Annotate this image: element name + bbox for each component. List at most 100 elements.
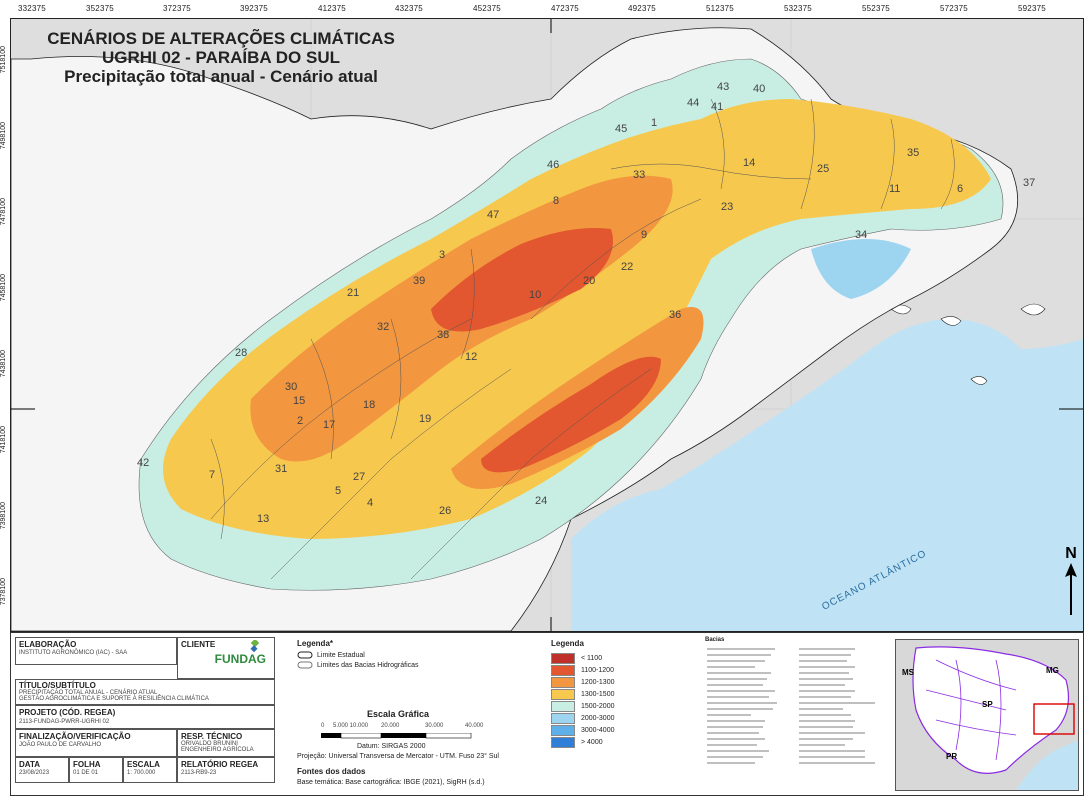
legend-swatch bbox=[551, 724, 575, 736]
basin-label: 21 bbox=[347, 287, 360, 299]
top-coord: 472375 bbox=[551, 4, 579, 13]
elaboracao-heading: ELABORAÇÃO bbox=[19, 640, 77, 649]
map-title-line-1: CENÁRIOS DE ALTERAÇÕES CLIMÁTICAS bbox=[47, 29, 395, 48]
resp-tecnico-cell: RESP. TÉCNICO ORIVALDO BRUNINI ENGENHEIR… bbox=[177, 729, 275, 757]
basin-limit-icon bbox=[297, 661, 313, 669]
top-coord: 332375 bbox=[18, 4, 46, 13]
legend-swatch bbox=[551, 712, 575, 724]
legend-item-label: Limite Estadual bbox=[317, 651, 365, 659]
resp-tecnico-value-1: ORIVALDO BRUNINI bbox=[181, 741, 238, 747]
map-title-line-2: UGRHI 02 - PARAÍBA DO SUL bbox=[101, 48, 341, 67]
precip-1500-zone bbox=[163, 99, 991, 539]
map-title-line-3: Precipitação total anual - Cenário atual bbox=[64, 67, 378, 86]
basin-label: 25 bbox=[817, 163, 830, 175]
projeto-cell: PROJETO (CÓD. REGEA) 2113-FUNDAG-PWRR-UG… bbox=[15, 705, 275, 729]
legend-boundaries-heading: Legenda* bbox=[297, 639, 334, 648]
legend-class-row: 1200-1300 bbox=[551, 676, 671, 688]
legend-class-label: 1500-2000 bbox=[581, 702, 615, 710]
basin-label: 13 bbox=[257, 513, 270, 525]
elaboracao-cell: ELABORAÇÃO INSTITUTO AGRONÔMICO (IAC) - … bbox=[15, 637, 177, 665]
basin-label: 9 bbox=[641, 229, 648, 241]
basin-label: 35 bbox=[907, 147, 920, 159]
precip-1200-zone-b bbox=[481, 356, 661, 473]
basin-label: 31 bbox=[275, 463, 288, 475]
ocean-area bbox=[571, 319, 1083, 631]
basin-label: 7 bbox=[209, 469, 216, 481]
sources-heading: Fontes dos dados bbox=[297, 767, 366, 776]
basin-label: 3 bbox=[439, 249, 446, 261]
basin-label: 27 bbox=[353, 471, 366, 483]
escala-value: 1: 700.000 bbox=[127, 770, 156, 776]
top-coord: 412375 bbox=[318, 4, 346, 13]
data-cell: DATA 23/08/2023 bbox=[15, 757, 69, 783]
basin-label: 32 bbox=[377, 321, 390, 333]
relatorio-value: 2113-RB9-23 bbox=[181, 770, 217, 776]
basin-label: 26 bbox=[439, 505, 452, 517]
folha-value: 01 DE 01 bbox=[73, 770, 99, 776]
basin-label: 19 bbox=[419, 413, 432, 425]
projection-text: Projeção: Universal Transversa de Mercat… bbox=[297, 753, 499, 760]
basin-boundaries bbox=[210, 98, 955, 580]
legend-class-row: 1100-1200 bbox=[551, 664, 671, 676]
scale-tick: 0 bbox=[321, 723, 325, 729]
data-heading: DATA bbox=[19, 760, 41, 769]
basin-label: 11 bbox=[889, 183, 901, 195]
basin-label: 14 bbox=[743, 157, 756, 169]
finalizacao-cell: FINALIZAÇÃO/VERIFICAÇÃO JOÃO PAULO DE CA… bbox=[15, 729, 177, 757]
basin-label: 30 bbox=[285, 381, 298, 393]
titulo-value-1: PRECIPITAÇÃO TOTAL ANUAL - CENÁRIO ATUAL bbox=[19, 690, 158, 696]
datum-text: Datum: SIRGAS 2000 bbox=[357, 743, 426, 750]
fundag-logo-icon bbox=[250, 640, 260, 653]
escala-cell: ESCALA 1: 700.000 bbox=[123, 757, 177, 783]
basin-label: 17 bbox=[323, 419, 336, 431]
basin-label: 45 bbox=[615, 123, 628, 135]
legend-swatch bbox=[551, 676, 575, 688]
inset-map[interactable]: MS MG SP PR bbox=[895, 639, 1079, 791]
top-coord: 532375 bbox=[784, 4, 812, 13]
inset-map-svg bbox=[896, 640, 1078, 790]
basin-label: 20 bbox=[583, 275, 596, 287]
basins-list: Bacias bbox=[705, 637, 885, 787]
legend-item-state: Limite Estadual bbox=[297, 651, 517, 659]
map-canvas[interactable]: CENÁRIOS DE ALTERAÇÕES CLIMÁTICAS UGRHI … bbox=[10, 18, 1084, 632]
titulo-cell: TÍTULO/SUBTÍTULO PRECIPITAÇÃO TOTAL ANUA… bbox=[15, 679, 275, 705]
basin-label: 33 bbox=[633, 169, 646, 181]
map-svg bbox=[11, 19, 1083, 631]
escala-heading: ESCALA bbox=[127, 760, 160, 769]
titulo-value-2: GESTÃO AGROCLIMÁTICA E SUPORTE À RESILIÊ… bbox=[19, 696, 209, 702]
scale-tick: 5.000 10.000 bbox=[333, 723, 369, 729]
title-block: ELABORAÇÃO INSTITUTO AGRONÔMICO (IAC) - … bbox=[15, 637, 275, 791]
finalizacao-heading: FINALIZAÇÃO/VERIFICAÇÃO bbox=[19, 732, 131, 741]
basins-list-lines bbox=[707, 648, 875, 764]
basin-label: 22 bbox=[621, 261, 634, 273]
top-coord: 372375 bbox=[163, 4, 191, 13]
relatorio-cell: RELATÓRIO REGEA 2113-RB9-23 bbox=[177, 757, 275, 783]
top-coord: 352375 bbox=[86, 4, 114, 13]
precip-legend-heading: Legenda bbox=[551, 639, 584, 648]
legend-item-label: Limites das Bacias Hidrográficas bbox=[317, 661, 419, 669]
basin-label: 8 bbox=[553, 195, 560, 207]
scale-tick: 30.000 bbox=[425, 723, 444, 729]
basin-label: 10 bbox=[529, 289, 542, 301]
folha-heading: FOLHA bbox=[73, 760, 101, 769]
scale-heading: Escala Gráfica bbox=[367, 709, 430, 719]
top-coord: 592375 bbox=[1018, 4, 1046, 13]
top-coord: 572375 bbox=[940, 4, 968, 13]
top-coord: 452375 bbox=[473, 4, 501, 13]
inset-label: MG bbox=[1046, 666, 1059, 675]
precip-3000-zone bbox=[811, 239, 911, 299]
basin-label: 47 bbox=[487, 209, 500, 221]
projeto-value: 2113-FUNDAG-PWRR-UGRHI 02 bbox=[19, 719, 110, 725]
top-coord: 492375 bbox=[628, 4, 656, 13]
legend-swatch bbox=[551, 736, 575, 748]
cliente-cell: CLIENTE FUNDAG bbox=[177, 637, 275, 679]
legend-swatch bbox=[551, 700, 575, 712]
basin-label: 39 bbox=[413, 275, 426, 287]
sources-text: Base temática: Base cartográfica: IBGE (… bbox=[297, 779, 485, 786]
state-limit-icon bbox=[297, 651, 313, 659]
legend-class-label: > 4000 bbox=[581, 738, 603, 746]
legend-class-label: 1100-1200 bbox=[581, 666, 614, 674]
top-coord: 552375 bbox=[862, 4, 890, 13]
basin-label: 23 bbox=[721, 201, 734, 213]
scale-tick: 20.000 bbox=[381, 723, 400, 729]
